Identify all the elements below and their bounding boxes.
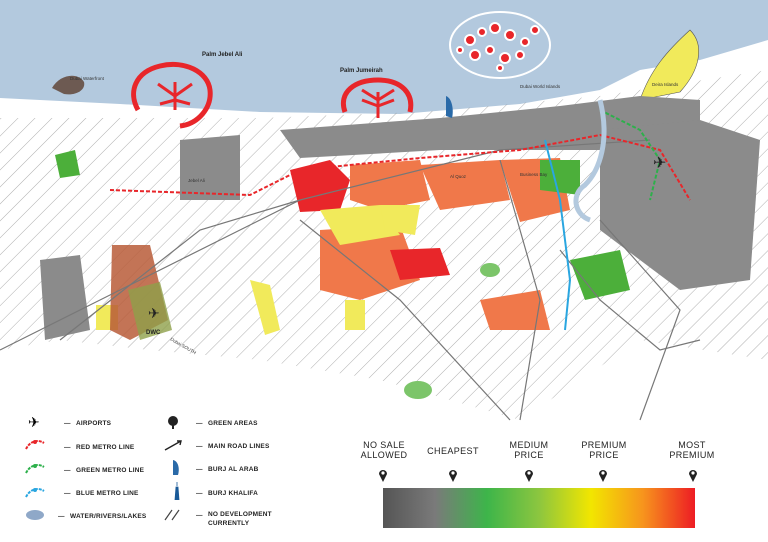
legend-dash: — xyxy=(196,490,203,497)
west-green-zone xyxy=(55,150,80,178)
coastal-gray-zone xyxy=(280,96,700,158)
label-jebel-ali: Jebel Ali xyxy=(188,178,205,183)
main-roads xyxy=(0,139,701,421)
label-dubai-waterfront: Dubai Waterfront xyxy=(70,76,105,81)
deira-gray-zone xyxy=(600,120,760,290)
burj-al-arab-icon xyxy=(446,96,453,118)
green-zone-1 xyxy=(570,250,630,300)
south-orange-zone xyxy=(480,290,550,330)
price-label-medium: MEDIUM PRICE xyxy=(509,440,549,460)
location-pin-icon xyxy=(689,470,697,482)
legend-blue-metro: BLUE METRO LINE xyxy=(76,490,139,497)
yellow-small-zone xyxy=(345,300,365,330)
world-islands xyxy=(449,11,551,79)
legend-dash: — xyxy=(64,420,71,427)
legend-dash: — xyxy=(64,444,71,451)
legend-dash: — xyxy=(58,513,65,520)
legend-green-metro: GREEN METRO LINE xyxy=(76,467,145,474)
jebel-ali-zone xyxy=(180,135,240,200)
legend-no-development: NO DEVELOPMENT CURRENTLY xyxy=(208,511,272,527)
airport-icon: ✈ xyxy=(28,414,40,430)
blue-metro-line xyxy=(544,139,572,331)
price-label-no-sale: NO SALE ALLOWED xyxy=(360,440,408,460)
central-red-zone xyxy=(390,248,450,280)
location-pin-icon xyxy=(449,470,457,482)
price-label-premium: PREMIUM PRICE xyxy=(581,440,627,460)
dubai-waterfront xyxy=(52,75,85,95)
deira-islands xyxy=(639,29,699,101)
green-area-mid xyxy=(480,263,500,277)
yellow-east-zone xyxy=(380,205,420,235)
legend-dash: — xyxy=(196,420,203,427)
price-label-most-premium: MOST PREMIUM xyxy=(669,440,715,460)
no-development-hatch-icon xyxy=(164,509,180,521)
location-pin-icon xyxy=(525,470,533,482)
price-gradient-bar xyxy=(383,488,695,528)
airport-icon-dwc: ✈ xyxy=(148,305,160,321)
legend-dash: — xyxy=(196,443,203,450)
legend-dash: — xyxy=(196,512,203,519)
green-zone-2 xyxy=(540,160,580,195)
legend-water: WATER/RIVERS/LAKES xyxy=(70,513,147,520)
green-area-south xyxy=(404,381,432,399)
label-deira-islands: Deira Islands xyxy=(652,82,679,87)
label-dwc: DWC xyxy=(146,330,161,336)
legend-red-metro: RED METRO LINE xyxy=(76,444,135,451)
green-metro-icon xyxy=(25,464,45,474)
green-area-tree-icon xyxy=(168,416,178,429)
palm-jumeirah xyxy=(341,77,414,118)
red-metro-icon xyxy=(25,440,45,450)
palm-jebel-ali xyxy=(131,62,213,129)
red-metro-line xyxy=(109,133,691,201)
legend-burj-al-arab: BURJ AL ARAB xyxy=(208,466,259,473)
label-palm-jumeirah: Palm Jumeirah xyxy=(340,68,383,74)
burj-al-arab-legend-icon xyxy=(173,460,179,475)
legend-main-roads: MAIN ROAD LINES xyxy=(208,443,270,450)
main-road-icon xyxy=(164,440,182,451)
al-quoz-zone xyxy=(420,160,510,210)
legend-dash: — xyxy=(196,466,203,473)
legend-airports: AIRPORTS xyxy=(76,420,112,427)
dubai-investment-park xyxy=(40,255,90,340)
location-pin-icon xyxy=(599,470,607,482)
label-palm-jebel-ali: Palm Jebel Ali xyxy=(202,52,243,58)
dwc-runway xyxy=(128,282,172,340)
label-business-bay: Business Bay xyxy=(520,172,548,177)
blue-metro-icon xyxy=(25,488,45,498)
dubai-creek xyxy=(573,99,607,223)
legend-burj-khalifa: BURJ KHALIFA xyxy=(208,490,259,497)
yellow-southwest-zone xyxy=(250,280,280,335)
burj-khalifa-icon xyxy=(174,482,180,500)
label-world-islands: Dubai World Islands xyxy=(520,84,561,89)
airport-icon-dxb: ✈ xyxy=(653,155,666,172)
legend-dash: — xyxy=(64,490,71,497)
legend-dash: — xyxy=(64,467,71,474)
sports-city-zone xyxy=(320,205,400,245)
green-metro-line xyxy=(599,109,662,201)
legend-green-areas: GREEN AREAS xyxy=(208,420,258,427)
water-icon xyxy=(26,510,44,520)
label-al-quoz: Al Quoz xyxy=(450,174,467,179)
location-pin-icon xyxy=(379,470,387,482)
price-label-cheapest: CHEAPEST xyxy=(427,446,479,456)
